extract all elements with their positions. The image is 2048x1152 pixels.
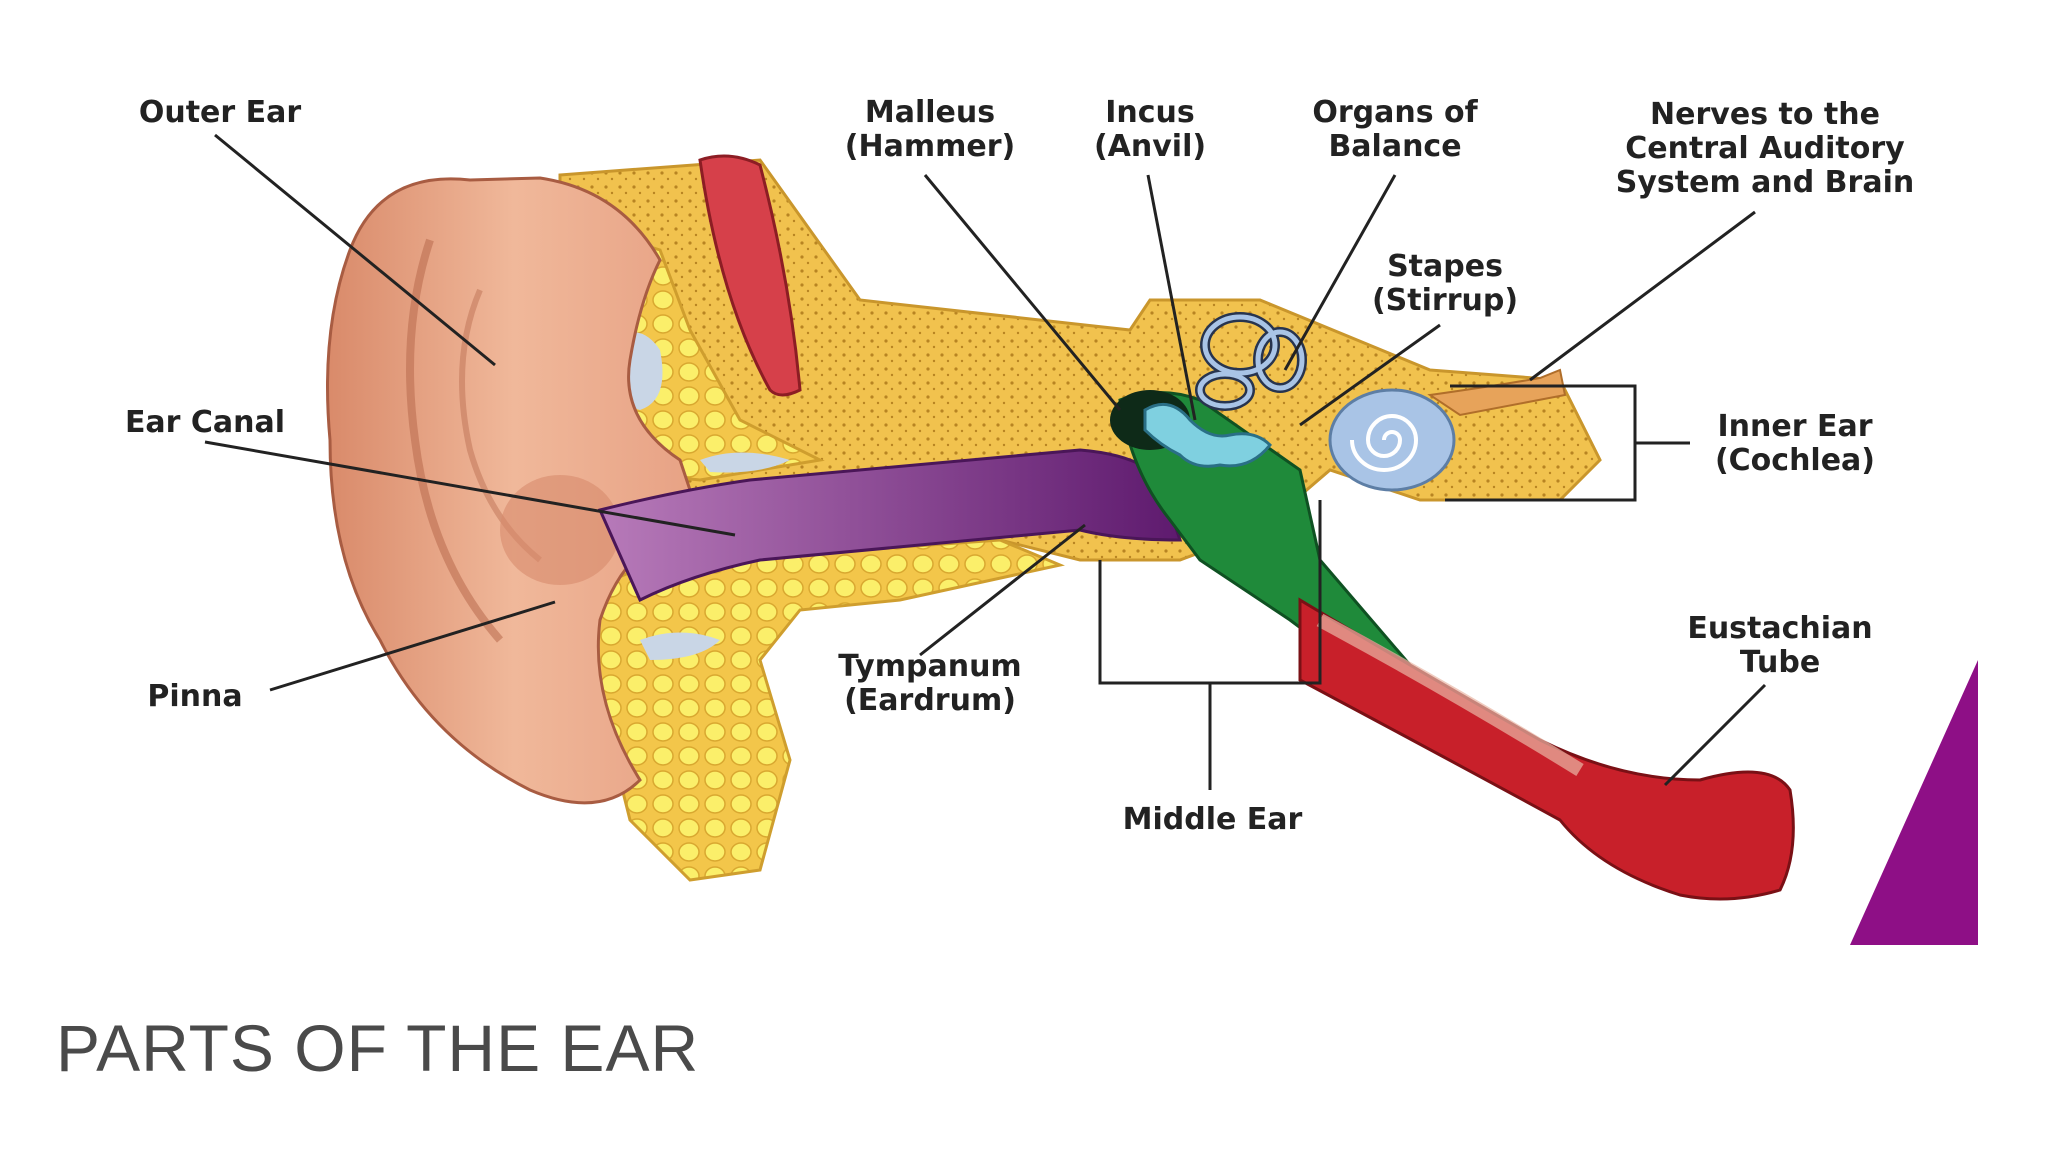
label-nerves: Nerves to the Central Auditory System an…	[1615, 97, 1915, 200]
ear-canal-shape	[597, 448, 1183, 603]
label-middle-ear: Middle Ear	[1122, 802, 1303, 837]
label-malleus: Malleus (Hammer)	[844, 95, 1016, 164]
pinna-shape	[326, 176, 702, 805]
label-outer-ear: Outer Ear	[138, 95, 302, 130]
muscle	[698, 154, 802, 397]
label-pinna: Pinna	[147, 679, 243, 714]
label-organs-of-balance: Organs of Balance	[1312, 95, 1478, 164]
label-tympanum: Tympanum (Eardrum)	[838, 649, 1022, 718]
cochlea	[1328, 388, 1456, 492]
auditory-nerve	[1427, 368, 1567, 417]
corner-accent	[1850, 660, 1978, 945]
leader-lines	[204, 133, 1767, 790]
label-incus: Incus (Anvil)	[1093, 95, 1207, 164]
slide-title: PARTS OF THE EAR	[56, 1011, 700, 1085]
label-stapes: Stapes (Stirrup)	[1371, 249, 1519, 318]
label-ear-canal: Ear Canal	[124, 405, 286, 440]
ossicles	[1143, 402, 1273, 468]
label-inner-ear: Inner Ear (Cochlea)	[1714, 409, 1876, 478]
label-eustachian-tube: Eustachian Tube	[1687, 611, 1873, 680]
